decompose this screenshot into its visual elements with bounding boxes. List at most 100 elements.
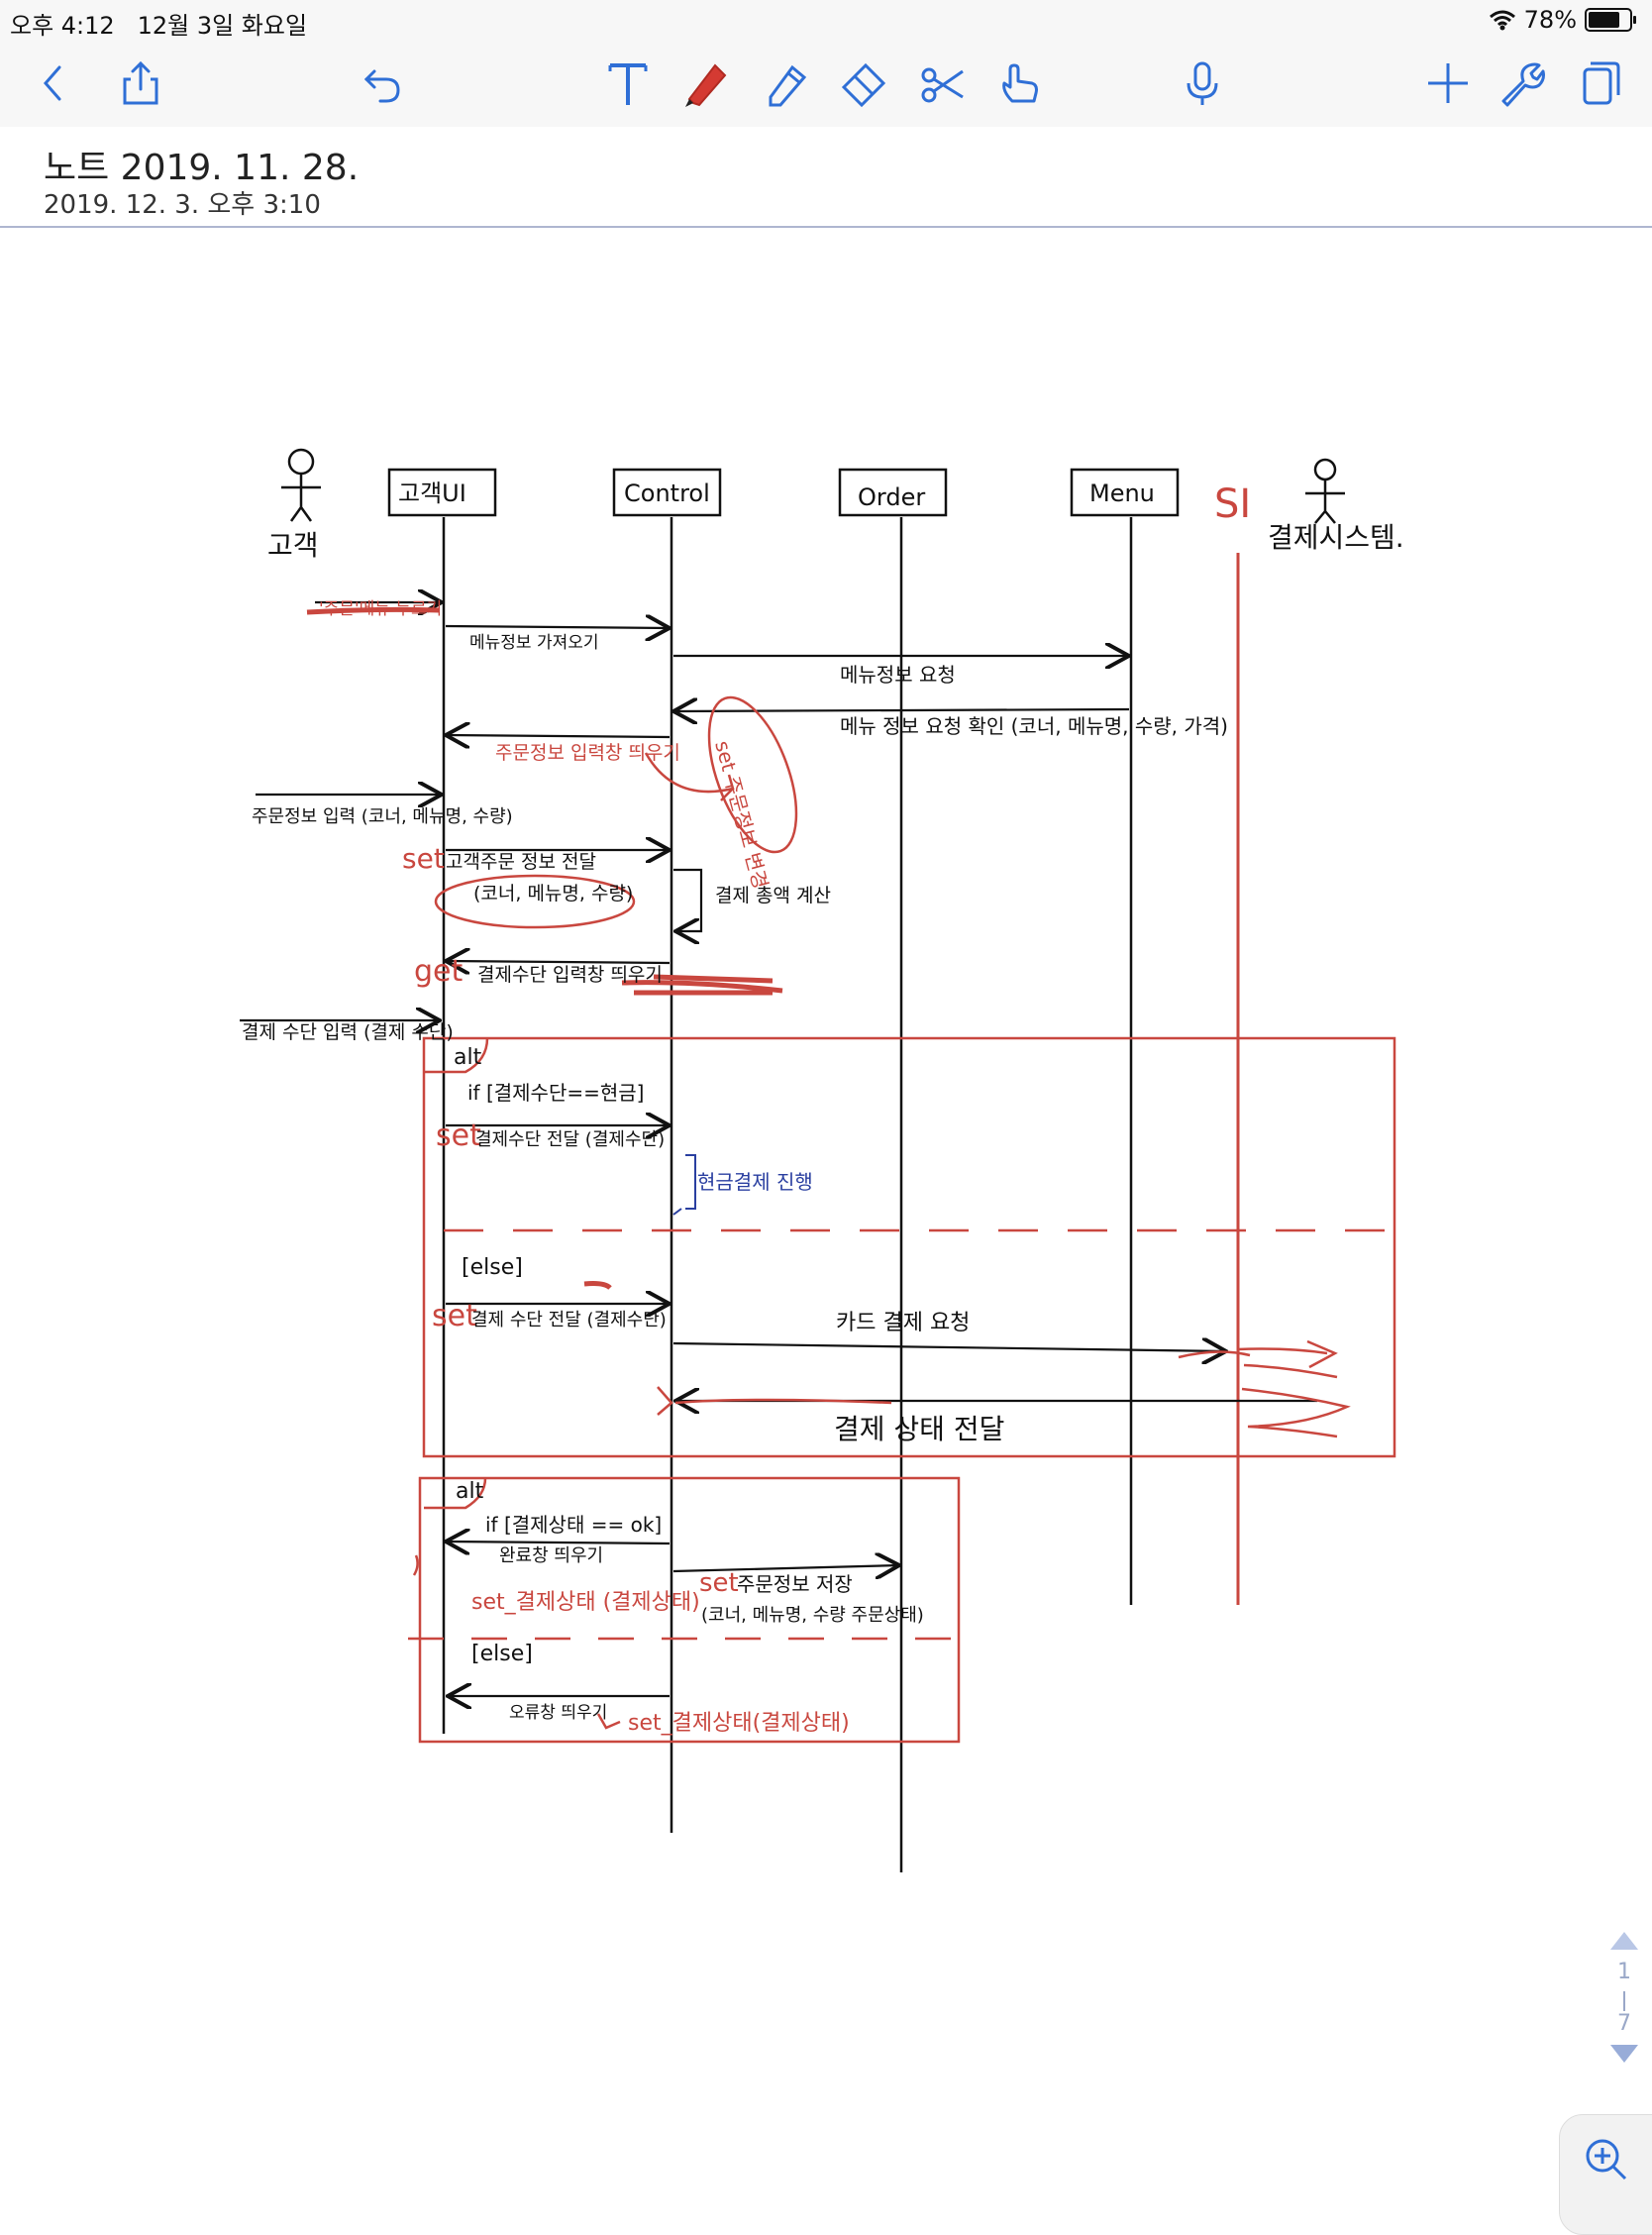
message-label-2: 메뉴정보 가져오기 (469, 633, 599, 653)
message-label-5: 주문정보 입력창 띄우기 (495, 742, 680, 764)
strikethrough-scribble (306, 606, 783, 1290)
wifi-icon (1489, 10, 1515, 31)
highlighter-tool-icon[interactable] (757, 55, 812, 111)
text-tool-icon[interactable] (600, 55, 656, 111)
lasso-scissors-icon[interactable] (915, 55, 971, 111)
stray-mark (412, 1554, 419, 1576)
page-up-icon[interactable] (1610, 1932, 1638, 1950)
wrench-icon[interactable] (1494, 55, 1549, 111)
lifeline-box-menu (1070, 468, 1180, 517)
payment-system-note: SI (1214, 481, 1251, 527)
message-9-prefix: get (414, 954, 464, 989)
error-set-arrow (596, 1713, 621, 1730)
actor-payment-label: 결제시스템. (1268, 521, 1404, 554)
message-arrow-15 (446, 1542, 671, 1543)
pen-tool-icon[interactable] (677, 55, 733, 111)
zoom-button[interactable] (1559, 2114, 1652, 2235)
cash-bracket-tail (672, 1208, 682, 1216)
share-icon[interactable] (113, 55, 168, 111)
message-label-16-detail: (코너, 메뉴명, 수량 주문상태) (701, 1605, 924, 1626)
message-label-14: 결제 상태 전달 (834, 1413, 1004, 1445)
message-label-12: 결제 수단 전달 (결제수단) (471, 1310, 667, 1330)
else-2-label: [else] (471, 1642, 533, 1666)
battery-icon (1585, 8, 1636, 32)
message-arrow-5 (446, 735, 671, 737)
message-arrow-13 (672, 1343, 1226, 1351)
cash-payment-bracket (685, 1154, 696, 1210)
message-label-15-set: set_결제상태 (결제상태) (471, 1590, 700, 1615)
alt-fragment-payment-method (422, 1036, 1396, 1458)
alt-2-condition-visible: if [결제상태 == ok] (485, 1513, 662, 1537)
actor-customer-label: 고객 (267, 529, 319, 562)
message-label-10: 결제 수단 입력 (결제 수단) (242, 1021, 454, 1043)
order-detail-circle (434, 874, 636, 929)
set-note-label: set 주문정보 변경 (710, 738, 773, 892)
status-time: 오후 4:12 (10, 12, 115, 40)
hand-pointer-icon[interactable] (992, 55, 1048, 111)
page-divider (1623, 1991, 1625, 2011)
alt-fragment-1-tab (424, 1037, 489, 1074)
message-label-3: 메뉴정보 요청 (840, 663, 956, 687)
note-title[interactable]: 노트 2019. 11. 28. (44, 148, 360, 188)
alt-1-condition: if [결제수단==현금] (467, 1081, 644, 1105)
status-date: 12월 3일 화요일 (137, 12, 308, 40)
message-label-17-set: set_결제상태(결제상태) (628, 1711, 850, 1736)
microphone-icon[interactable] (1175, 55, 1230, 111)
page-down-icon[interactable] (1610, 2045, 1638, 2063)
else-1-label: [else] (462, 1255, 523, 1280)
message-label-7: 고객주문 정보 전달 (446, 851, 596, 873)
message-arrow-16 (672, 1565, 899, 1571)
page-current: 1 (1617, 1960, 1631, 1984)
customer-actor-figure (281, 448, 321, 522)
toolbar (0, 40, 1652, 128)
status-bar: 오후 4:12 12월 3일 화요일 78% (0, 0, 1652, 40)
message-label-17: 오류창 띄우기 (509, 1703, 607, 1723)
battery-percent: 78% (1523, 6, 1577, 34)
message-label-11: 결제수단 전달 (결제수단) (475, 1129, 665, 1150)
message-arrow-4 (673, 709, 1130, 711)
message-label-1: '주문'메뉴 누르기 (319, 599, 442, 619)
payment-system-sketch (1178, 1339, 1351, 1438)
message-12-prefix: set (432, 1299, 477, 1333)
message-arrow-9 (446, 961, 671, 963)
note-canvas[interactable]: 고객 결제시스템. SI 고객UI Control Order Menu (0, 228, 1652, 2203)
message-label-15: 완료창 띄우기 (499, 1545, 603, 1566)
lifeline-box-customer-ui (387, 468, 497, 517)
message-11-prefix: set (436, 1118, 481, 1153)
message-label-13: 카드 결제 요청 (836, 1311, 970, 1335)
lifeline-box-order (838, 468, 948, 517)
lifeline-order-label: Order (858, 483, 925, 511)
note-header: 노트 2019. 11. 28. 2019. 12. 3. 오후 3:10 (0, 127, 1652, 228)
lifeline-control-label: Control (624, 479, 710, 507)
message-label-4: 메뉴 정보 요청 확인 (코너, 메뉴명, 수량, 가격) (840, 714, 1228, 738)
undo-icon[interactable] (355, 55, 410, 111)
sequence-diagram: 고객 결제시스템. SI 고객UI Control Order Menu (240, 448, 1404, 1872)
note-date: 2019. 12. 3. 오후 3:10 (44, 190, 321, 220)
message-label-16: 주문정보 저장 (737, 1572, 853, 1596)
message-self-arrow-8 (673, 868, 703, 931)
set-note-circle (707, 695, 798, 854)
alt-1-label: alt (454, 1045, 482, 1070)
alt-2-label: alt (456, 1479, 484, 1504)
alt-fragment-payment-status (418, 1476, 961, 1744)
page-navigator: 1 7 (1602, 1932, 1646, 2063)
eraser-tool-icon[interactable] (836, 55, 891, 111)
lifeline-box-control (612, 468, 722, 517)
add-icon[interactable] (1420, 55, 1476, 111)
alt-fragment-2-tab (424, 1477, 487, 1510)
page-total: 7 (1617, 2011, 1631, 2036)
message-label-7-detail: (코너, 메뉴명, 수량) (473, 883, 633, 905)
back-chevron-icon[interactable] (26, 55, 81, 111)
payment-system-actor-figure (1305, 458, 1345, 524)
message-label-9: 결제수단 입력창 띄우기 (477, 964, 663, 986)
message-16-prefix: set (699, 1568, 739, 1598)
message-7-prefix: set (402, 842, 445, 875)
message-label-8: 결제 총액 계산 (715, 885, 831, 906)
message-arrow-2 (445, 626, 670, 628)
message-label-6: 주문정보 입력 (코너, 메뉴명, 수량) (252, 806, 513, 827)
lifeline-menu-label: Menu (1089, 479, 1155, 507)
cash-payment-note: 현금결제 진행 (697, 1170, 813, 1194)
lifeline-customer-ui-label: 고객UI (398, 479, 466, 507)
pages-icon[interactable] (1571, 55, 1626, 111)
return-arrow-sketch (657, 1386, 892, 1416)
